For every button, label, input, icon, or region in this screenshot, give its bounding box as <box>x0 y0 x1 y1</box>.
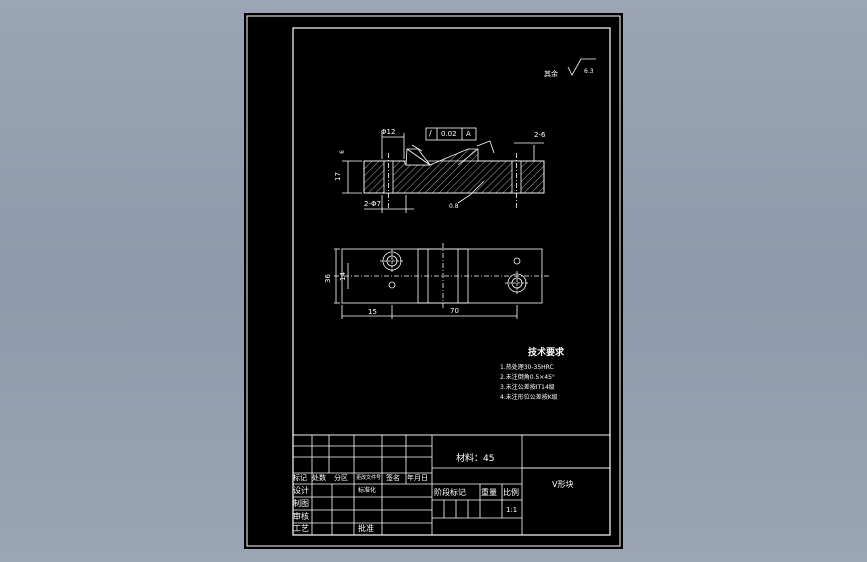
tech-item: 1.热处理30-35HRC <box>500 364 554 371</box>
part-name: V形块 <box>552 480 574 489</box>
dim-height: 17 <box>333 172 342 181</box>
drawing-sheet: 其余 6.3 Φ12 / 0.02 A 2-6 17 6 2-Φ7 0.8 36… <box>244 13 623 549</box>
dim-thread: 2-Φ7 <box>364 200 381 208</box>
tol-symbol: / <box>429 129 432 138</box>
material-label: 材料：45 <box>456 454 495 464</box>
tech-item: 2.未注倒角0.5×45° <box>500 374 555 381</box>
tol-value: 0.02 <box>441 130 457 138</box>
role-review: 审核 <box>293 512 309 521</box>
ratio-label: 比例 <box>503 488 519 497</box>
dim-side: 6 <box>338 150 346 154</box>
std-label: 标准化 <box>358 487 377 494</box>
outer-frame <box>246 15 621 547</box>
role-design: 设计 <box>293 486 309 495</box>
role-draft: 制图 <box>293 499 309 508</box>
approve-label: 批准 <box>358 524 374 533</box>
surface-finish: 0.8 <box>449 203 459 210</box>
title-block-grid <box>292 434 611 536</box>
front-section-view <box>342 127 545 213</box>
header-cell: 标记 <box>293 474 307 482</box>
tech-title: 技术要求 <box>528 348 565 358</box>
roughness-symbol <box>567 58 596 76</box>
header-cell: 更改文件号 <box>356 475 382 481</box>
top-view <box>334 243 550 319</box>
role-process: 工艺 <box>293 524 309 533</box>
dim-depth: 14 <box>338 272 347 281</box>
scale-value: 1:1 <box>506 506 518 514</box>
header-cell: 处数 <box>312 474 326 482</box>
dim-center: 70 <box>450 307 459 315</box>
drawing-canvas <box>246 15 621 547</box>
dim-slots: 2-6 <box>534 131 546 139</box>
header-cell: 签名 <box>386 474 400 482</box>
roughness-value: 6.3 <box>584 68 594 75</box>
dim-hole-diameter: Φ12 <box>381 128 396 136</box>
roughness-label: 其余 <box>544 70 558 78</box>
tol-ref: A <box>466 130 471 138</box>
tech-item: 3.未注公差按IT14级 <box>500 384 555 391</box>
dim-left: 15 <box>368 308 377 316</box>
header-cell: 年月日 <box>407 474 428 482</box>
dim-width: 36 <box>323 274 332 283</box>
inner-frame <box>292 27 611 536</box>
weight-label: 重量 <box>481 488 497 497</box>
tech-item: 4.未注形位公差按K级 <box>500 394 558 401</box>
stage-label: 阶段标记 <box>434 488 466 497</box>
header-cell: 分区 <box>334 474 348 482</box>
